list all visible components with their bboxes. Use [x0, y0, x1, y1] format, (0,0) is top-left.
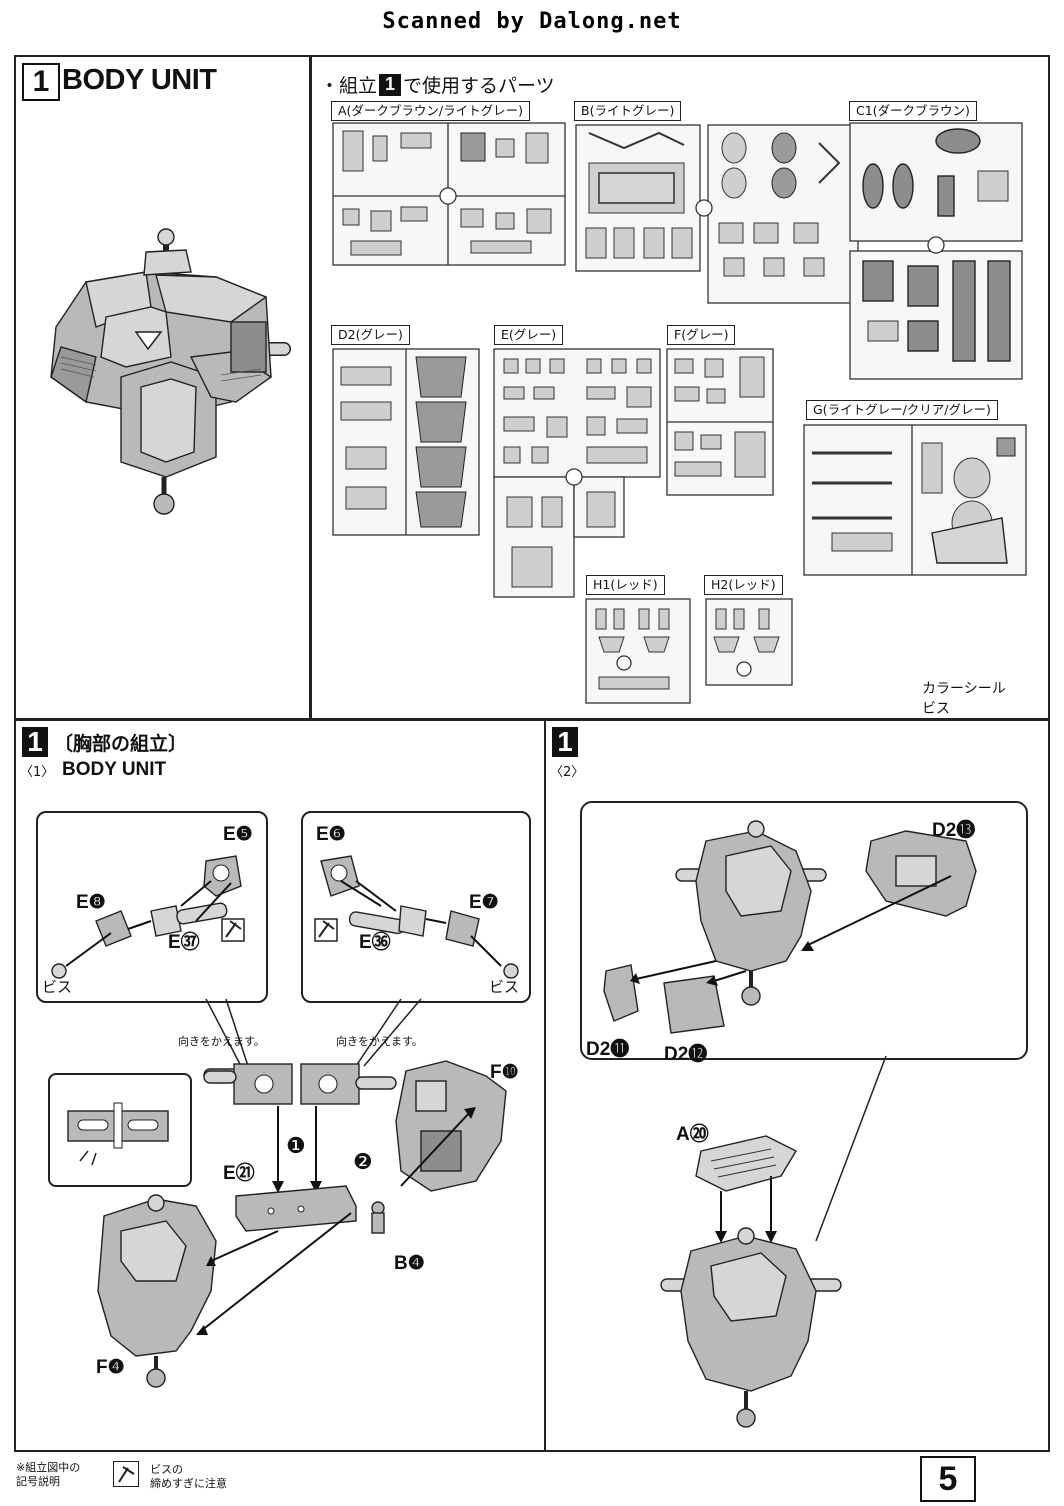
body-unit-illustration [50, 228, 291, 515]
runner-a-diagram [332, 122, 566, 266]
label-e5: E❺ [223, 824, 253, 845]
extras-color-sticker: カラーシール [922, 681, 1006, 697]
parts-heading-num: 1 [379, 73, 402, 96]
runner-label-d2: D2(グレー) [331, 325, 410, 345]
order-step-1: ❶ [286, 1134, 306, 1159]
inset-left [36, 811, 268, 1003]
label-e37: E㊲ [168, 932, 200, 953]
label-f10: F❿ [490, 1062, 519, 1083]
label-e21: E㉑ [223, 1163, 255, 1184]
runner-e-diagram [493, 348, 661, 598]
screw-warning-icon [113, 1461, 139, 1487]
runner-label-a: A(ダークブラウン/ライトグレー) [331, 101, 531, 121]
turn-note-right: 向きをかえます。 [336, 1035, 423, 1048]
sub1-substep: 〈1〉 [20, 765, 55, 780]
label-a20: A⑳ [676, 1124, 709, 1145]
label-d2-13: D2⓭ [932, 820, 976, 841]
sub2-step-number: 1 [552, 726, 578, 757]
runner-b-diagram [575, 124, 859, 304]
screw-warning-text-1: ビスの [150, 1463, 183, 1476]
extras-screw: ビス [922, 701, 950, 717]
turn-note-left: 向きをかえます。 [178, 1035, 265, 1048]
inset-right-diagram [314, 855, 519, 979]
sub2-substep: 〈2〉 [550, 765, 585, 780]
runner-label-h2: H2(レッド) [704, 575, 783, 595]
label-screw-left: ビス [42, 978, 73, 996]
sub1-title: 〔胸部の組立〕 [54, 733, 188, 755]
label-e7: E❼ [469, 892, 499, 913]
body-unit-panel: 1 BODY UNIT [14, 55, 311, 720]
label-d2-12: D2⓬ [664, 1044, 708, 1065]
order-step-2: ❷ [353, 1150, 373, 1175]
runner-g-diagram [803, 424, 1027, 576]
runner-h1-diagram [585, 598, 691, 704]
inset-left-diagram [51, 855, 245, 979]
sub2-diagram [603, 820, 977, 1428]
step-number: 1 [22, 63, 60, 101]
inset-right [301, 811, 531, 1003]
symbol-legend-title: ※組立図中の 記号説明 [16, 1461, 81, 1488]
label-f4: F❹ [96, 1357, 125, 1378]
label-e36: E㊱ [359, 932, 391, 953]
runner-label-e: E(グレー) [494, 325, 564, 345]
label-e6: E❻ [316, 824, 346, 845]
parts-heading-suffix: で使用するパーツ [403, 75, 555, 97]
sub1-step-number: 1 [22, 726, 48, 757]
step-title: BODY UNIT [62, 64, 217, 96]
runner-label-f: F(グレー) [667, 325, 736, 345]
page-number: 5 [920, 1456, 976, 1502]
parts-heading-prefix: ・組立 [320, 75, 378, 97]
screw-warning-text-2: 締めすぎに注意 [150, 1477, 227, 1490]
runner-h2-diagram [705, 598, 793, 686]
runner-d2-diagram [332, 348, 480, 536]
runner-c1-diagram [849, 122, 1023, 380]
chest-main-diagram [97, 1060, 507, 1388]
label-b4: B❹ [394, 1253, 425, 1274]
e21-detail-diagram [67, 1102, 169, 1166]
inset-connectors [205, 998, 422, 1067]
chest-assembly-panel-2: 1 〈2〉 [544, 719, 1050, 1452]
label-e8: E❽ [76, 892, 106, 913]
parts-heading: ・組立 1 で使用するパーツ [320, 71, 555, 98]
label-screw-right: ビス [489, 978, 520, 996]
runner-f-diagram [666, 348, 774, 496]
chest-assembly-panel: 1 〔胸部の組立〕 〈1〉 BODY UNIT E❺ E❽ E㊲ ビス E❻ [14, 719, 546, 1452]
runner-label-g: G(ライトグレー/クリア/グレー) [806, 400, 998, 420]
parts-panel: ・組立 1 で使用するパーツ A(ダークブラウン/ライトグレー) B(ライトグレ… [310, 55, 1050, 720]
sub1-subtitle: BODY UNIT [62, 759, 167, 780]
label-d2-11: D2⓫ [586, 1039, 630, 1060]
scanner-watermark: Scanned by Dalong.net [382, 9, 682, 34]
runner-label-b: B(ライトグレー) [574, 101, 682, 121]
runner-label-h1: H1(レッド) [586, 575, 665, 595]
runner-label-c1: C1(ダークブラウン) [849, 101, 977, 121]
